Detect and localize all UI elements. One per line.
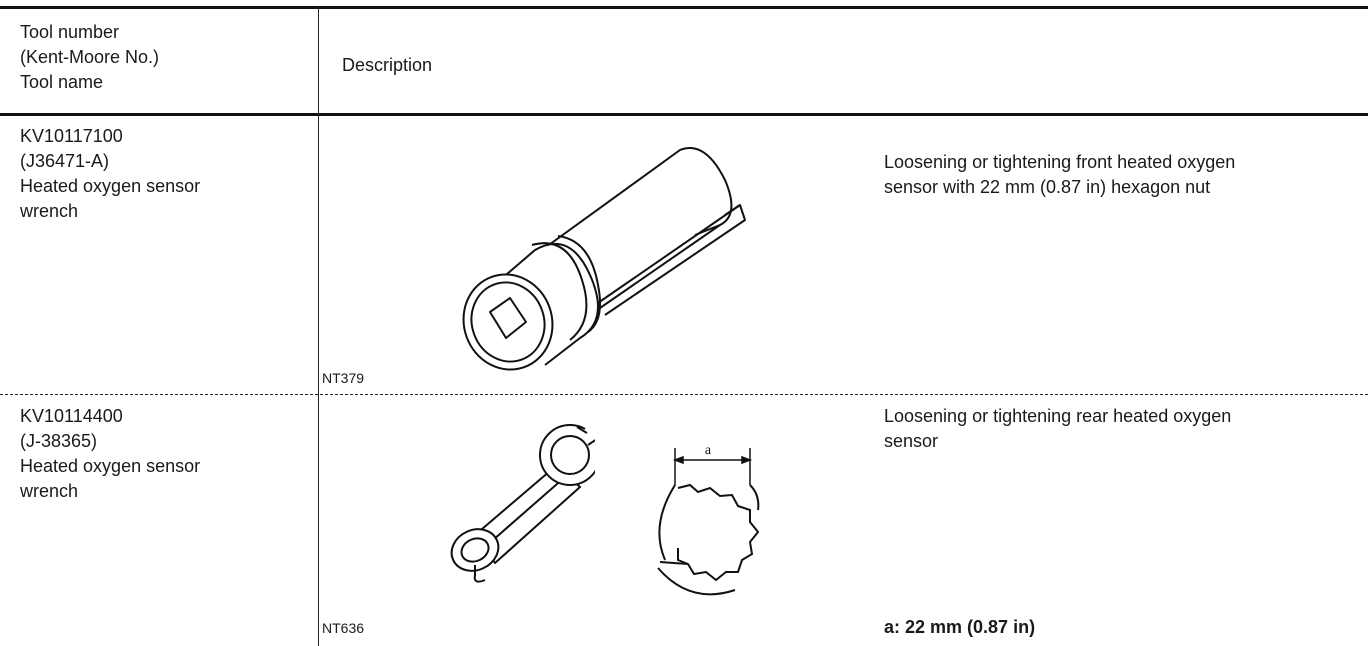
dimension-label: a <box>705 443 712 458</box>
row-1-figure-code: NT379 <box>322 370 365 386</box>
row-2-description-line2: sensor <box>884 431 939 451</box>
row-divider <box>0 394 1368 395</box>
header-tool-column: Tool number (Kent-Moore No.) Tool name <box>20 20 159 95</box>
row-1-description-line1: Loosening or tightening front heated oxy… <box>884 152 1236 172</box>
row-2-tool-name: Heated oxygen sensor <box>20 456 201 476</box>
row-1-description: Loosening or tightening front heated oxy… <box>884 150 1235 200</box>
row-2-description: Loosening or tightening rear heated oxyg… <box>884 404 1231 454</box>
row-2-kent-moore: (J-38365) <box>20 431 98 451</box>
row-1-tool-name: Heated oxygen sensor <box>20 176 201 196</box>
row-1-tool-info: KV10117100 (J36471-A) Heated oxygen sens… <box>20 124 200 224</box>
deep-socket-wrench-icon <box>462 147 746 371</box>
row-2-dimension-note: a: 22 mm (0.87 in) <box>884 617 1036 637</box>
row-2-tool-info: KV10114400 (J-38365) Heated oxygen senso… <box>20 404 200 504</box>
table-top-rule <box>0 6 1368 9</box>
row-1-description-line2: sensor with 22 mm (0.87 in) hexagon nut <box>884 177 1211 197</box>
row-1-kent-moore: (J36471-A) <box>20 151 110 171</box>
dimension-diagram: a <box>657 443 760 596</box>
row-2-tool-name-cont: wrench <box>20 481 79 501</box>
header-kent-moore: (Kent-Moore No.) <box>20 47 160 67</box>
row-2-figure-code: NT636 <box>322 620 365 636</box>
flare-nut-wrench-icon <box>450 424 595 583</box>
header-bottom-rule <box>0 113 1368 116</box>
header-description: Description <box>342 55 433 75</box>
row-1-tool-number: KV10117100 <box>20 126 123 146</box>
row-1-tool-name-cont: wrench <box>20 201 79 221</box>
header-tool-number: Tool number <box>20 22 120 42</box>
column-divider <box>318 6 319 646</box>
header-tool-name: Tool name <box>20 72 104 92</box>
row-2-description-line1: Loosening or tightening rear heated oxyg… <box>884 406 1232 426</box>
row-2-tool-number: KV10114400 <box>20 406 123 426</box>
